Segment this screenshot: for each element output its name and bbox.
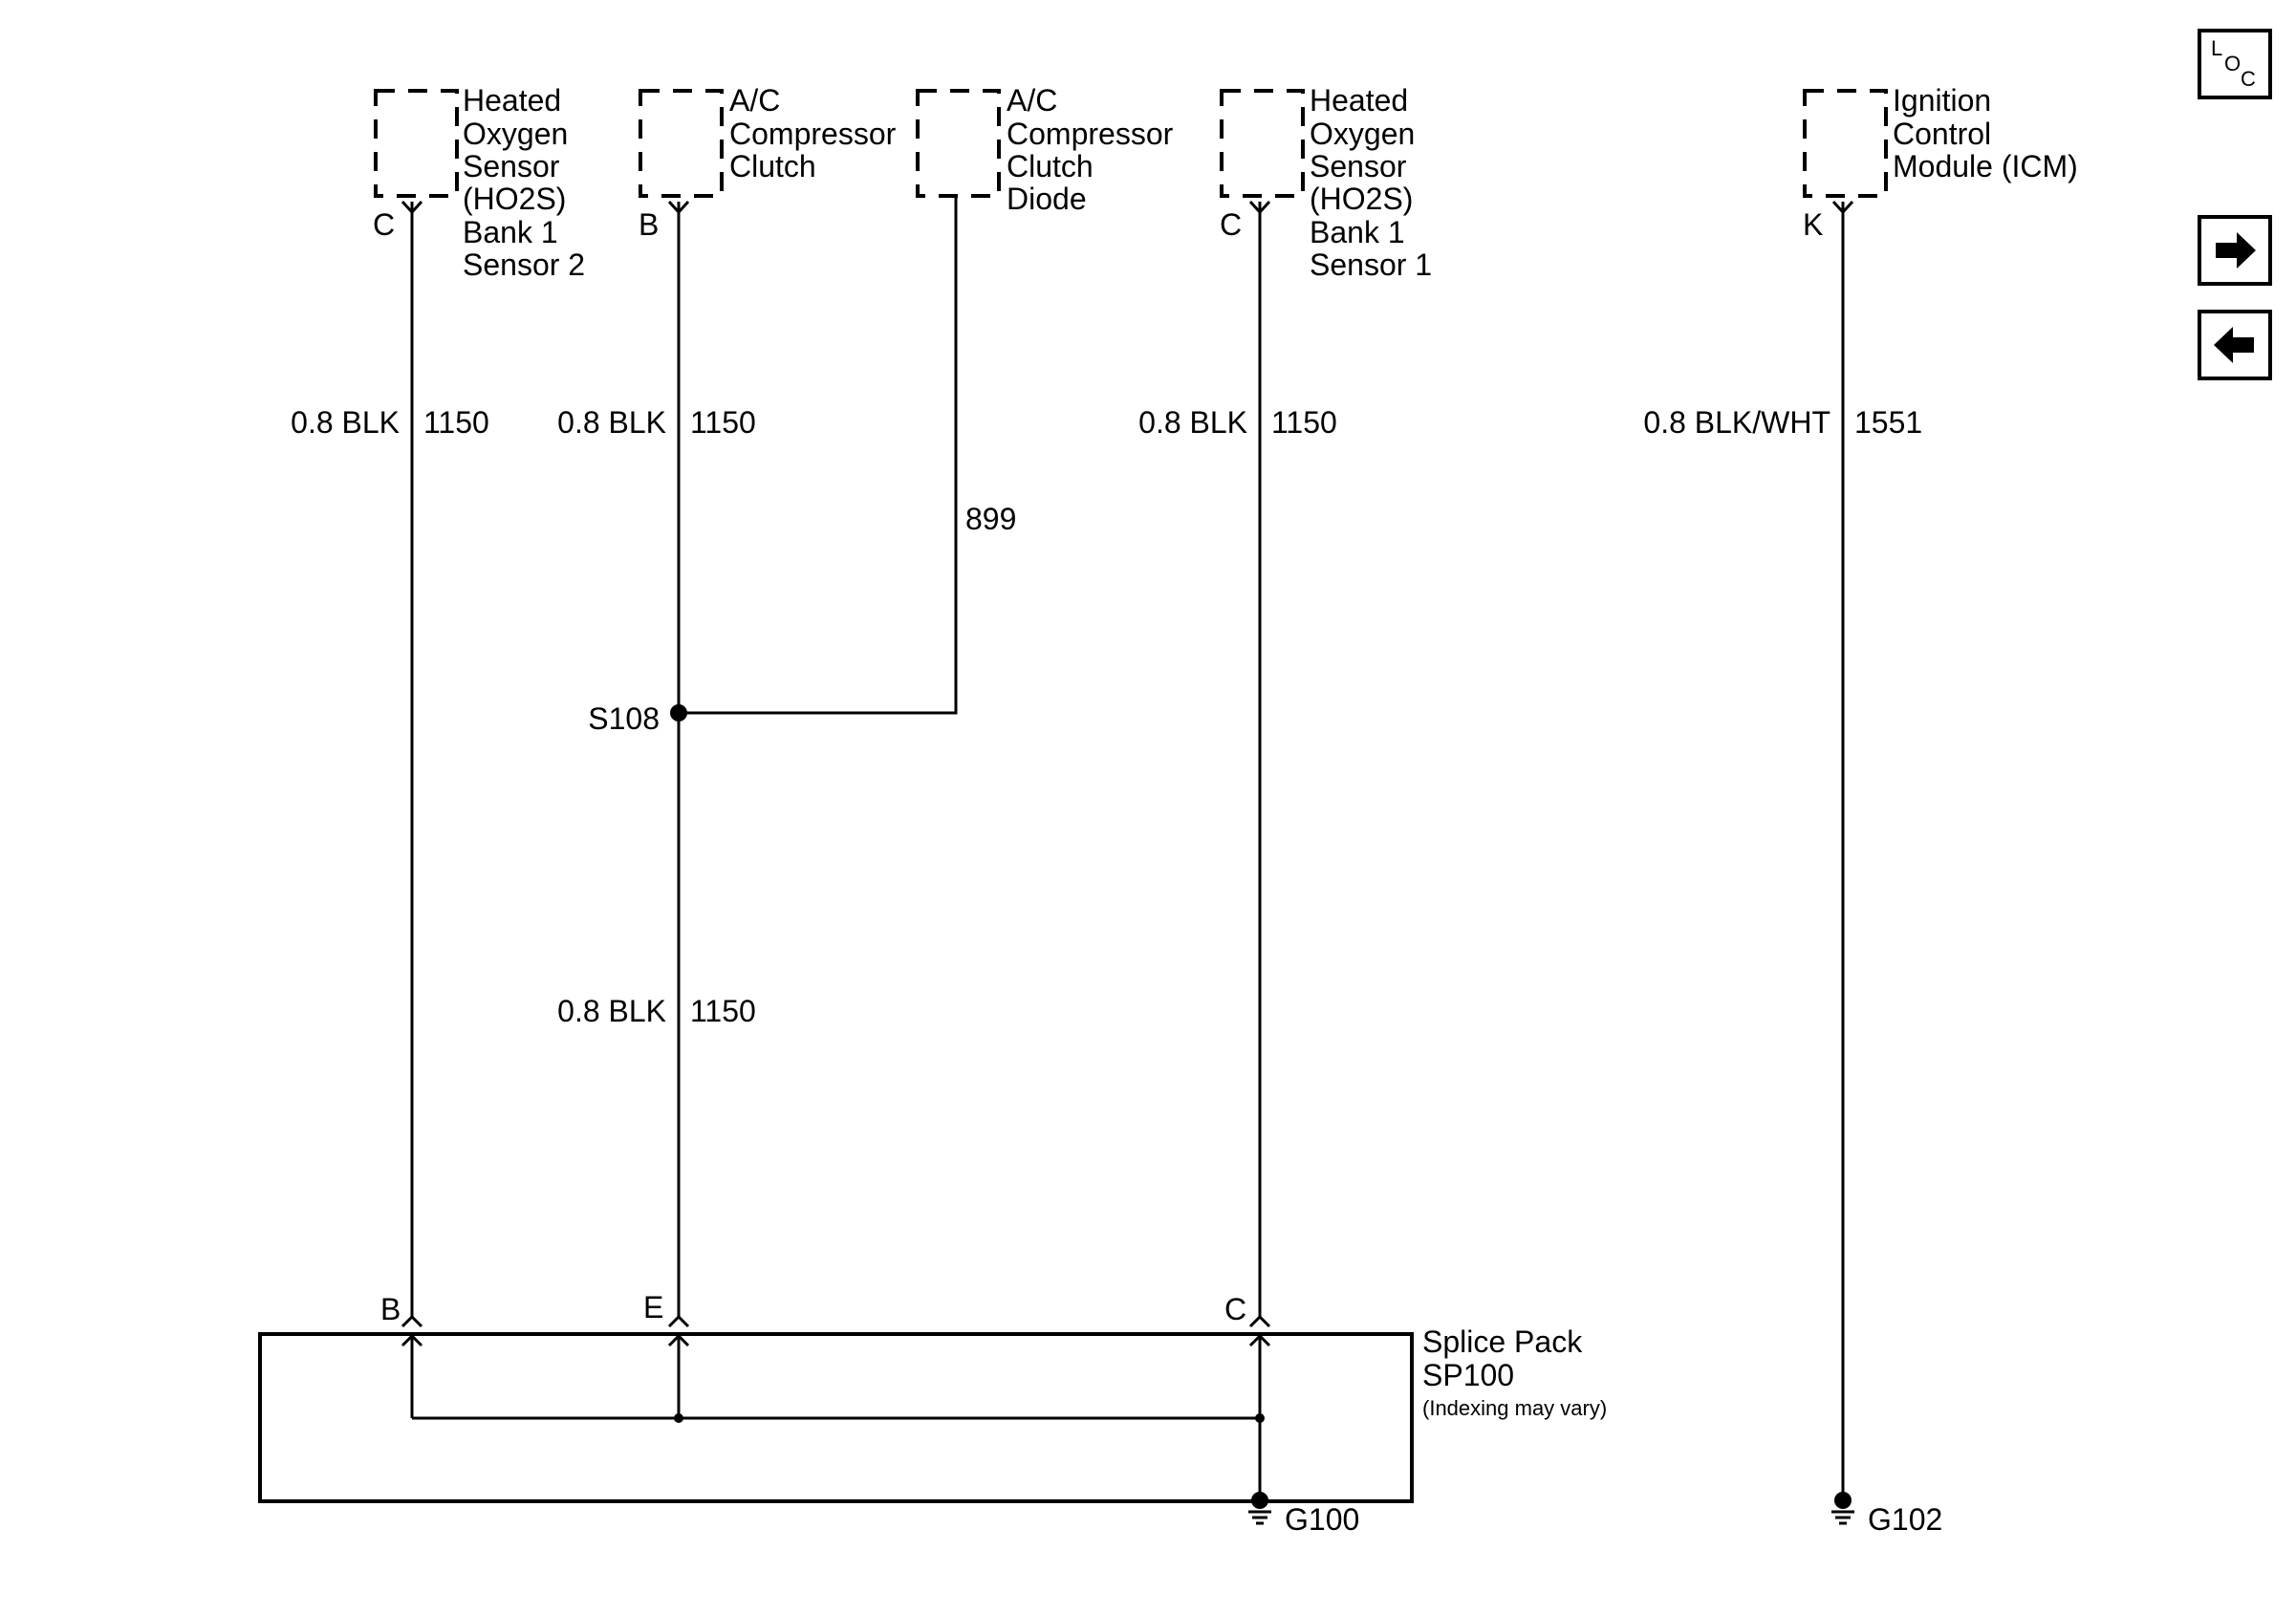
pin-label: C (1220, 207, 1242, 242)
component-label-line: Control (1893, 117, 1991, 151)
arrow-right-icon-glyph (2216, 232, 2256, 269)
pin-label: K (1803, 207, 1823, 242)
component-label-line: Ignition (1893, 83, 1991, 118)
component-label-line: Sensor 2 (463, 248, 585, 282)
next-page-button[interactable] (2198, 215, 2272, 286)
splice-dot (670, 704, 687, 721)
ground-label: G102 (1868, 1502, 1942, 1537)
previous-page-button[interactable] (2198, 310, 2272, 380)
ground-label: G100 (1285, 1502, 1359, 1537)
component-ac-compressor-clutch-diode: A/C Compressor Clutch Diode (916, 83, 1174, 216)
splice-pack-sp100: B E C Splice Pack SP100 (Indexing may va… (258, 1290, 1607, 1503)
splice-dot (1255, 1413, 1265, 1423)
splice-label: S108 (588, 701, 660, 736)
pin-label: B (380, 1292, 401, 1326)
component-outline (374, 89, 459, 198)
ground-dot (1834, 1492, 1852, 1509)
splice-pack-note: (Indexing may vary) (1422, 1396, 1607, 1420)
component-label-line: (HO2S) (1310, 182, 1413, 216)
component-label-line: Oxygen (1310, 117, 1415, 151)
wire-circuit-number: 1150 (1271, 405, 1337, 440)
loc-icon-letter: L (2211, 36, 2222, 60)
loc-icon-letter: C (2241, 67, 2256, 91)
loc-icon[interactable] (2198, 29, 2272, 99)
wire-gauge-color: 0.8 BLK (291, 405, 400, 440)
splice-pack-title: Splice Pack (1422, 1324, 1583, 1359)
component-label-line: Clutch (1007, 149, 1094, 183)
ground-g100: G100 (1248, 1492, 1359, 1537)
component-outline (916, 89, 1001, 198)
wire-899-diode (679, 196, 958, 715)
component-label-line: Heated (1310, 83, 1408, 118)
component-outline (1803, 89, 1888, 198)
component-label-line: Diode (1007, 182, 1087, 216)
component-label-line: Module (ICM) (1893, 149, 2078, 183)
loc-button[interactable]: L O C (2198, 29, 2272, 99)
wire-gauge-color: 0.8 BLK (557, 994, 666, 1028)
arrow-left-icon-glyph (2214, 327, 2254, 363)
splice-dot (674, 1413, 683, 1423)
component-outline (639, 89, 724, 198)
component-label-line: Sensor (463, 149, 560, 183)
pin-label: B (639, 207, 659, 242)
wire-gauge-color: 0.8 BLK/WHT (1643, 405, 1830, 440)
component-label-line: Compressor (729, 117, 897, 151)
component-ho2s-bank1-sensor1: Heated Oxygen Sensor (HO2S) Bank 1 Senso… (1220, 83, 1432, 282)
pin-label: E (643, 1290, 663, 1324)
component-label-line: Sensor 1 (1310, 248, 1432, 282)
component-outline (1220, 89, 1305, 198)
ground-g102: G102 (1831, 1492, 1942, 1537)
component-label-line: Clutch (729, 149, 816, 183)
loc-icon-letter: O (2224, 52, 2241, 75)
pin-label: C (373, 207, 395, 242)
component-label-line: Heated (463, 83, 561, 118)
component-label-line: (HO2S) (463, 182, 566, 216)
component-label-line: Bank 1 (1310, 215, 1405, 249)
component-label-line: Sensor (1310, 149, 1407, 183)
ground-dot (1251, 1492, 1268, 1509)
component-label-line: A/C (1007, 83, 1057, 118)
component-ac-compressor-clutch: A/C Compressor Clutch B (639, 83, 897, 242)
connector-pin-symbol (667, 1314, 690, 1328)
wire-circuit-number: 1150 (690, 994, 756, 1028)
wire-circuit-number: 1150 (690, 405, 756, 440)
wire-gauge-color: 0.8 BLK (1138, 405, 1247, 440)
splice-pack-title: SP100 (1422, 1358, 1514, 1392)
component-label-line: Bank 1 (463, 215, 558, 249)
connector-pin-symbol (1248, 1314, 1271, 1328)
wire-circuit-number: 1551 (1854, 405, 1922, 440)
component-label-line: A/C (729, 83, 780, 118)
wire-circuit-number: 1150 (423, 405, 489, 440)
connector-pin-symbol (401, 1314, 423, 1328)
component-ignition-control-module: Ignition Control Module (ICM) K (1803, 83, 2078, 242)
pin-label: C (1224, 1292, 1246, 1326)
component-label-line: Compressor (1007, 117, 1174, 151)
wire-gauge-color: 0.8 BLK (557, 405, 666, 440)
wire-circuit-number: 899 (965, 502, 1016, 536)
component-label-line: Oxygen (463, 117, 568, 151)
component-ho2s-bank1-sensor2: Heated Oxygen Sensor (HO2S) Bank 1 Senso… (373, 83, 585, 282)
splice-pack-outline (258, 1332, 1414, 1503)
